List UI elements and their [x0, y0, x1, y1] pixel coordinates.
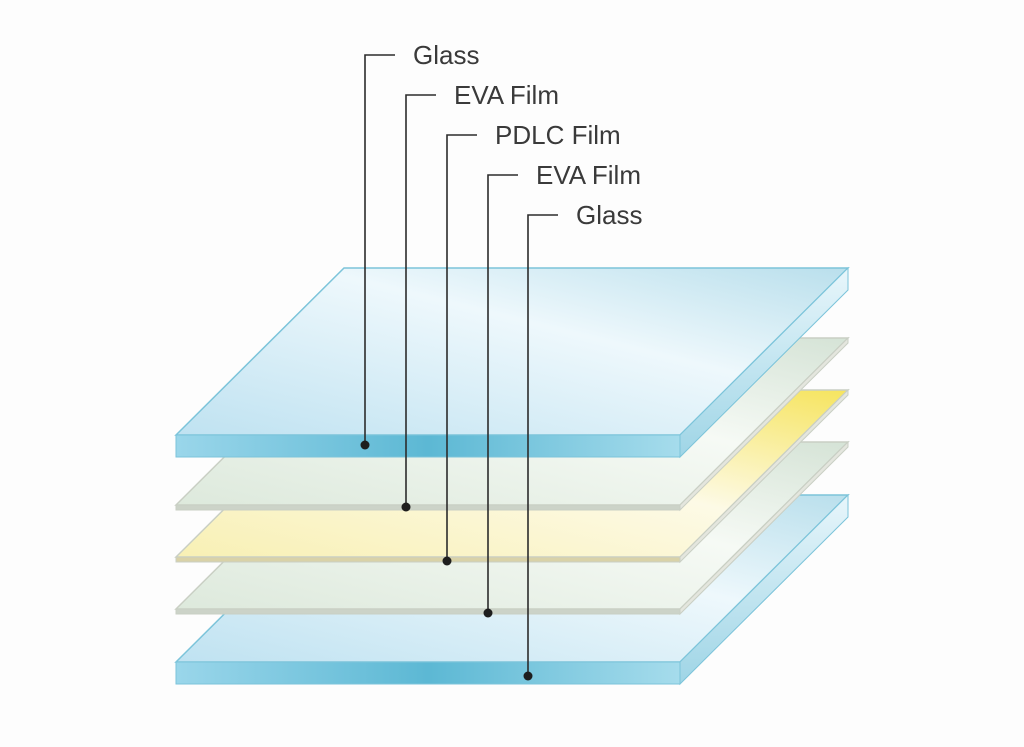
callout-0: Glass [360, 40, 479, 450]
leader-line [487, 174, 518, 613]
leader-dot [401, 502, 411, 512]
leader-line [405, 94, 436, 507]
layer-label: Glass [576, 200, 642, 230]
layer-glass-0 [174, 266, 850, 459]
layer-front-edge [175, 608, 681, 615]
leader-dot [523, 671, 533, 681]
layer-label: PDLC Film [495, 120, 621, 150]
layer-front-edge [175, 434, 681, 458]
leader-dot [483, 608, 493, 618]
leader-line [527, 214, 558, 676]
layer-front-edge [175, 504, 681, 511]
callout-3: EVA Film [483, 160, 641, 618]
leader-dot [442, 556, 452, 566]
callout-1: EVA Film [401, 80, 559, 512]
layer-label: EVA Film [454, 80, 559, 110]
leader-line [364, 54, 395, 445]
layer-front-edge [175, 556, 681, 563]
callout-2: PDLC Film [442, 120, 621, 566]
layer-label: Glass [413, 40, 479, 70]
layer-front-edge [175, 661, 681, 685]
callout-4: Glass [523, 200, 642, 681]
layer-label: EVA Film [536, 160, 641, 190]
leader-line [446, 134, 477, 561]
leader-dot [360, 440, 370, 450]
